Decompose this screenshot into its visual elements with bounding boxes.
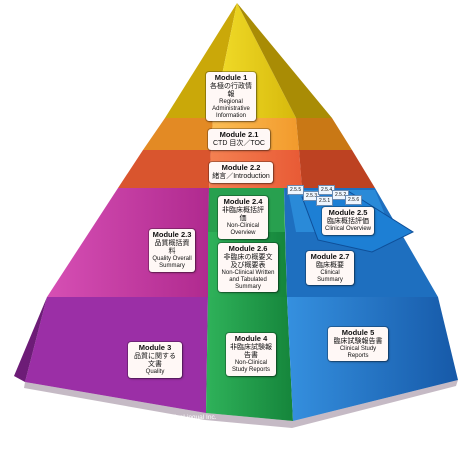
- module-2-4-ja: 非臨床概括評価: [222, 206, 264, 222]
- module-2-3-ja: 品質概括資料: [154, 239, 190, 255]
- module-2-5-label: Module 2.5 臨床概括評価 Clinical Overview: [322, 207, 374, 235]
- m21-right-face: [296, 118, 352, 150]
- module-2-2-sub: 緒言／Introduction: [212, 172, 270, 180]
- module-2-4-label: Module 2.4 非臨床概括評価 Non-Clinical Overview: [218, 196, 268, 239]
- module-2-7-label: Module 2.7 臨床概要 Clinical Summary: [306, 251, 354, 286]
- module-5-label: Module 5 臨床試験報告書 Clinical Study Reports: [328, 327, 388, 362]
- module-3-ja: 品質に関する文書: [134, 352, 176, 368]
- module-2-3-title: Module 2.3: [152, 230, 192, 239]
- module-2-6-label: Module 2.6 非臨床の概要文及び概要表 Non-Clinical Wri…: [218, 243, 278, 293]
- module-2-1-title: Module 2.1: [219, 130, 259, 139]
- module-4-ja: 非臨床試験報告書: [230, 343, 272, 359]
- section-tab-2-5-1: 2.5.1: [316, 196, 334, 206]
- module-5-ja: 臨床試験報告書: [333, 337, 383, 345]
- m1-right-face: [237, 3, 332, 118]
- module-5-en: Clinical Study Reports: [339, 345, 377, 359]
- module-2-1-sub: CTD 目次／TOC: [213, 139, 265, 147]
- module-1-ja: 各極の行政情報: [210, 82, 252, 98]
- module-4-label: Module 4 非臨床試験報告書 Non-Clinical Study Rep…: [226, 333, 276, 376]
- m21-left-face: [143, 118, 213, 150]
- module-3-label: Module 3 品質に関する文書 Quality: [128, 342, 182, 378]
- module-4-title: Module 4: [234, 334, 268, 343]
- module-1-title: Module 1: [214, 73, 248, 82]
- module-2-7-ja: 臨床概要: [316, 261, 344, 269]
- module-1-en: Regional Administrative Information: [212, 98, 250, 119]
- module-3-en: Quality: [145, 368, 165, 375]
- module-2-3-en: Quality Overall Summary: [152, 255, 192, 269]
- module-2-1-label: Module 2.1 CTD 目次／TOC: [208, 129, 270, 150]
- module-2-6-en: Non-Clinical Written and Tabulated Summa…: [221, 269, 275, 290]
- m22-left-face: [118, 150, 211, 188]
- module-2-7-title: Module 2.7: [310, 252, 350, 261]
- module-2-4-title: Module 2.4: [223, 197, 263, 206]
- diagram-caption: CTD Triangle as envisioned by MedicaLing…: [72, 414, 217, 421]
- module-2-2-label: Module 2.2 緒言／Introduction: [209, 162, 273, 183]
- m3-front-face: [25, 297, 208, 413]
- section-tab-2-5-6: 2.5.6: [345, 195, 363, 205]
- module-2-3-label: Module 2.3 品質概括資料 Quality Overall Summar…: [149, 229, 195, 272]
- module-2-6-ja: 非臨床の概要文及び概要表: [223, 253, 273, 269]
- module-5-title: Module 5: [341, 328, 375, 337]
- module-2-5-title: Module 2.5: [328, 208, 368, 217]
- m3-side-face: [14, 297, 47, 382]
- module-2-6-title: Module 2.6: [228, 244, 268, 253]
- module-2-5-ja: 臨床概括評価: [327, 217, 369, 225]
- module-2-4-en: Non-Clinical Overview: [226, 222, 260, 236]
- module-3-title: Module 3: [138, 343, 172, 352]
- module-2-5-en: Clinical Overview: [325, 225, 372, 232]
- module-1-label: Module 1 各極の行政情報 Regional Administrative…: [206, 72, 256, 122]
- section-tab-2-5-5: 2.5.5: [287, 185, 305, 195]
- m22-right-face: [299, 150, 375, 188]
- module-2-7-en: Clinical Summary: [317, 269, 343, 283]
- base-shadow: [24, 380, 458, 428]
- module-4-en: Non-Clinical Study Reports: [231, 359, 271, 373]
- module-2-2-title: Module 2.2: [221, 163, 261, 172]
